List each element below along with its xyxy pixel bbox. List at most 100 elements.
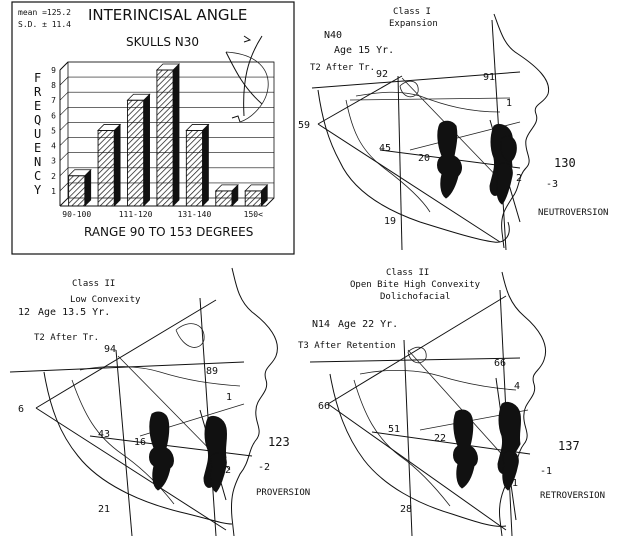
panel1-mp-line	[317, 123, 501, 243]
cephalometric-panel-class-1: Class I Expansion N40 Age 15 Yr. T2 Afte…	[298, 7, 608, 251]
panel2-angle-na: 89	[206, 366, 218, 377]
histogram-x-tick-label: 111-120	[119, 210, 153, 219]
plot-floor-right	[265, 197, 275, 207]
histogram-bar	[244, 184, 269, 207]
panel1-deviation: -3	[546, 179, 558, 190]
histogram-bar	[155, 63, 181, 207]
panel3-mp-line	[327, 403, 507, 531]
stat-sd: S.D. ± 11.4	[18, 20, 71, 29]
panel1-age: Age 15 Yr.	[334, 45, 394, 56]
panel2-mandible-outline	[43, 371, 233, 525]
panel3-angle-mp: 28	[400, 504, 412, 515]
panel1-angle-sn: 92	[376, 69, 388, 80]
histogram-y-tick-label: 4	[51, 142, 56, 151]
panel2-molar-upper	[149, 411, 174, 491]
panel3-angle-upper: 4	[514, 381, 520, 392]
panel1-angle-mp: 19	[384, 216, 396, 227]
panel2-angle-sn: 94	[104, 344, 116, 355]
panel3-angle-sn: 66	[494, 358, 506, 369]
histogram-y-tick-label: 3	[51, 157, 56, 166]
panel3-ba-line	[327, 295, 507, 405]
panel1-mandible-outline	[317, 89, 510, 243]
panel3-sn-line	[309, 357, 521, 363]
panel1-sn-line	[311, 71, 521, 89]
panel1-angle-occ: 45	[379, 143, 391, 154]
panel1-orbit	[399, 80, 419, 98]
histogram-gridline-side	[59, 76, 69, 86]
histogram-y-tick-label: 8	[51, 81, 56, 90]
panel1-lower-tooth	[496, 162, 513, 205]
histogram-bar	[67, 169, 92, 207]
panel2-mp-line	[35, 407, 227, 531]
histogram-frame	[11, 1, 295, 255]
panel1-classification: NEUTROVERSION	[538, 208, 608, 218]
cephalometric-panel-class-2-open-bite: Class II Open Bite High Convexity Dolich…	[298, 268, 605, 537]
panel3-deviation: -1	[540, 466, 552, 477]
stat-mean: mean =125.2	[18, 8, 71, 17]
panel3-header-line3: Dolichofacial	[380, 292, 450, 302]
histogram-bar	[214, 184, 239, 207]
panel1-angle-ba: 59	[298, 120, 310, 131]
histogram-bars	[67, 63, 269, 207]
histogram-y-tick-label: 2	[51, 172, 56, 181]
histogram-panel: mean =125.2 S.D. ± 11.4 INTERINCISAL ANG…	[11, 1, 295, 255]
panel3-stage: T3 After Retention	[298, 341, 396, 351]
panel2-deviation: -2	[258, 462, 270, 473]
panel1-profile-outline	[493, 13, 550, 249]
panel2-angle-occ: 43	[98, 429, 110, 440]
panel1-angle-upper: 1	[506, 98, 512, 109]
histogram-bar	[97, 123, 122, 207]
panel3-ramus	[353, 379, 451, 507]
histogram-gridline-side	[59, 167, 69, 176]
panel1-maxilla-outline	[355, 91, 501, 113]
histogram-y-tick-label: 9	[51, 66, 56, 75]
histogram-gridline-side	[59, 152, 69, 161]
panel2-interincisal: 123	[268, 435, 290, 449]
panel2-maxilla-outline	[79, 365, 241, 387]
histogram-y-tick-label: 6	[51, 111, 56, 120]
panel3-angle-occ: 51	[388, 424, 400, 435]
panel3-angle-ba: 66	[318, 401, 330, 412]
panel3-angle-lower: 1	[512, 478, 518, 489]
panel2-header-line1: Class II	[72, 279, 115, 289]
panel3-interincisal: 137	[558, 439, 580, 453]
panel2-profile-outline	[231, 267, 278, 537]
panel1-header-line1: Class I	[393, 7, 431, 17]
histogram-gridline-side	[59, 107, 69, 116]
panel2-angle-lower: 2	[225, 465, 231, 476]
panel3-case: N14	[312, 319, 330, 330]
panel1-molar-upper	[437, 120, 462, 199]
panel1-fh-line	[349, 97, 511, 101]
panel2-age: Age 13.5 Yr.	[38, 307, 110, 318]
panel1-stage: T2 After Tr.	[310, 63, 375, 73]
panel2-facial-line	[115, 349, 133, 537]
panel1-angle-inc: 20	[418, 153, 430, 164]
panel1-header-line2: Expansion	[389, 19, 438, 29]
panel3-facial-line	[403, 339, 413, 537]
histogram-title: INTERINCISAL ANGLE	[88, 6, 247, 24]
histogram-x-label: RANGE 90 TO 153 DEGREES	[84, 225, 253, 239]
panel3-classification: RETROVERSION	[540, 491, 605, 501]
panel2-orbit	[175, 323, 205, 348]
histogram-gridline-side	[59, 122, 69, 131]
panel2-angle-upper: 1	[226, 392, 232, 403]
panel1-angle-na: 91	[483, 72, 495, 83]
panel2-classification: PROVERSION	[256, 488, 310, 498]
panel1-premolar	[500, 135, 517, 163]
panel1-interincisal: 130	[554, 156, 576, 170]
panel2-sn-line	[9, 361, 245, 373]
histogram-gridline-side	[59, 182, 69, 192]
plot-floor-back	[59, 197, 69, 207]
panel3-header-line2: Open Bite High Convexity	[350, 280, 481, 290]
histogram-gridline-side	[59, 61, 69, 71]
panel3-lower-tooth	[502, 450, 519, 491]
histogram-gridline-side	[59, 92, 69, 101]
panel3-angle-inc: 22	[434, 433, 446, 444]
panel1-ramus	[345, 99, 431, 213]
panel2-angle-mp: 21	[98, 504, 110, 515]
interincisal-angle-icon	[225, 35, 269, 123]
panel1-angle-lower: 2	[516, 173, 522, 184]
